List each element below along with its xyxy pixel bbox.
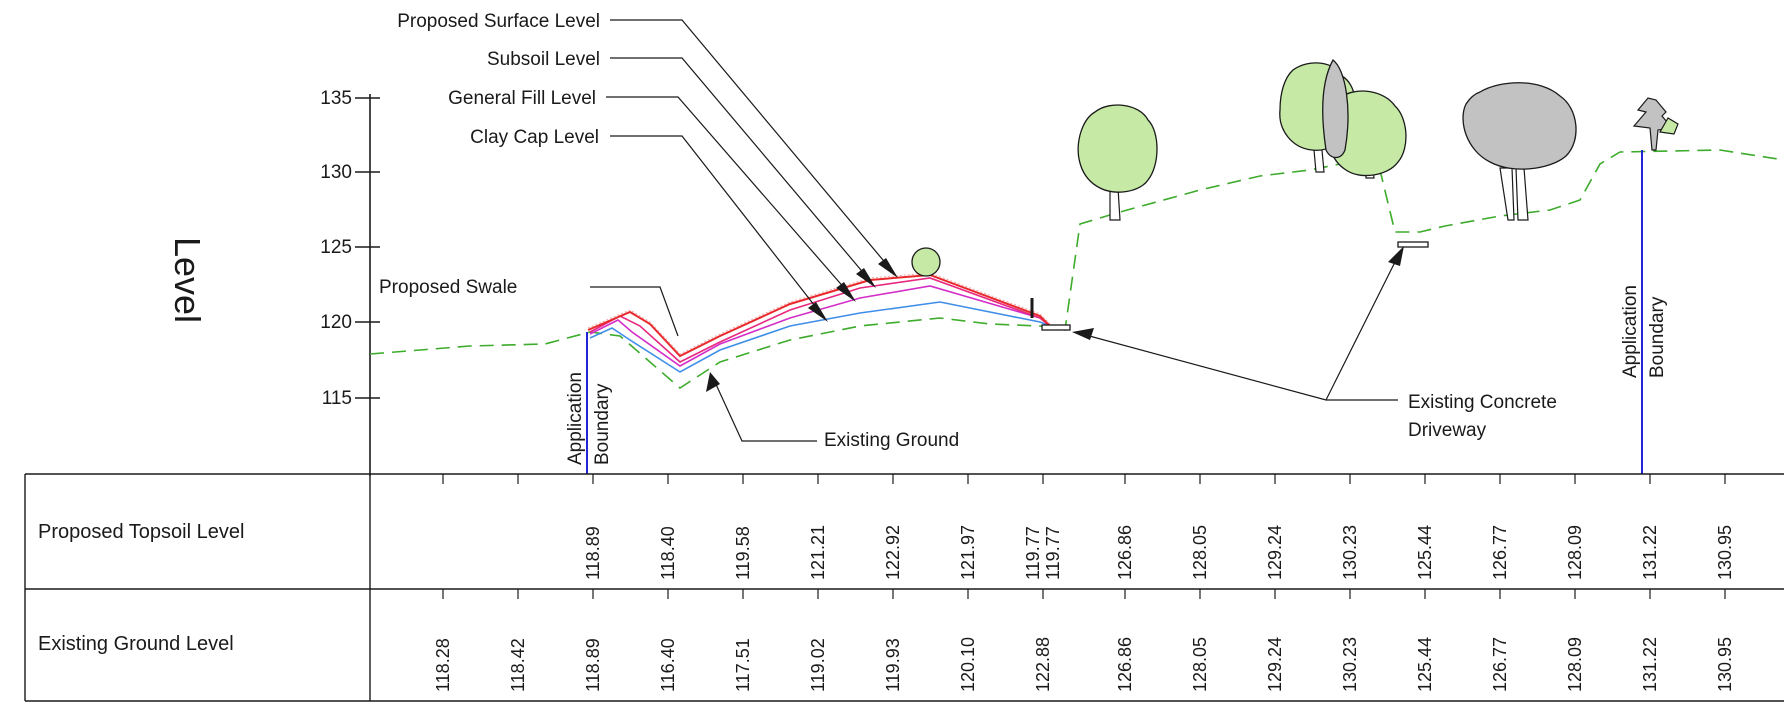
table-cell: 119.93 — [883, 638, 903, 692]
data-table-frame — [24, 473, 1784, 702]
table-cell: 119.77 — [1023, 526, 1043, 580]
boundary-left-label-1: Application — [565, 372, 586, 465]
table-cell: 125.44 — [1415, 637, 1435, 692]
proposed-surface-texture — [587, 272, 1051, 355]
proposed-surface-line — [587, 273, 1051, 358]
y-tick-135: 135 — [320, 88, 352, 109]
table-cell: 126.77 — [1490, 637, 1510, 692]
tree-cluster-middle — [1279, 59, 1407, 179]
table-cell: 130.95 — [1715, 525, 1735, 580]
table-cell: 119.58 — [733, 526, 753, 580]
label-existing-ground: Existing Ground — [824, 430, 959, 451]
y-tick-130: 130 — [320, 162, 352, 183]
y-tick-115: 115 — [322, 388, 352, 409]
table-cell: 130.23 — [1340, 525, 1360, 580]
table-cell: 121.21 — [808, 525, 828, 580]
table-cell: 128.05 — [1190, 525, 1210, 580]
table-cell: 117.51 — [733, 638, 753, 692]
table-cell: 119.77 — [1043, 526, 1063, 580]
tree-small-right — [1632, 97, 1679, 151]
table-cell: 122.92 — [883, 525, 903, 580]
table-cell: 116.40 — [658, 638, 678, 692]
table-cell: 118.42 — [508, 638, 528, 692]
label-driveway-2: Driveway — [1408, 420, 1487, 441]
row-proposed-topsoil-values: 118.89 118.40 119.58 121.21 122.92 121.97 119.… — [583, 525, 1735, 580]
boundary-left-label-2: Boundary — [592, 383, 613, 465]
clay-cap-line — [589, 301, 1051, 373]
table-cell: 128.05 — [1190, 637, 1210, 692]
driveway-slab-left — [1041, 324, 1071, 331]
table-column-ticks — [442, 474, 1726, 599]
table-cell: 128.09 — [1565, 525, 1585, 580]
table-cell: 118.89 — [583, 526, 603, 580]
subsoil-line — [589, 285, 1051, 367]
table-cell: 119.02 — [808, 638, 828, 692]
table-cell: 131.22 — [1640, 525, 1660, 580]
table-cell: 128.09 — [1565, 637, 1585, 692]
y-ticks: 135 130 125 120 115 — [320, 88, 380, 409]
driveway-slab-right — [1397, 241, 1429, 248]
label-subsoil: Subsoil Level — [487, 49, 600, 70]
table-cell: 126.77 — [1490, 525, 1510, 580]
table-cell: 118.40 — [658, 526, 678, 580]
table-cell: 126.86 — [1115, 637, 1135, 692]
table-cell: 129.24 — [1265, 637, 1285, 692]
table-cell: 122.88 — [1033, 637, 1053, 692]
table-cell: 118.89 — [583, 638, 603, 692]
leader-lines — [590, 19, 1399, 442]
row-title-proposed-topsoil: Proposed Topsoil Level — [38, 521, 244, 543]
label-clay-cap: Clay Cap Level — [470, 127, 599, 148]
boundary-right-label-1: Application — [1620, 285, 1641, 378]
table-cell: 131.22 — [1640, 637, 1660, 692]
table-cell: 130.95 — [1715, 637, 1735, 692]
table-cell: 118.28 — [433, 638, 453, 692]
table-cell: 125.44 — [1415, 525, 1435, 580]
y-tick-125: 125 — [320, 237, 352, 258]
table-cell: 120.10 — [958, 637, 978, 692]
y-tick-120: 120 — [320, 312, 352, 333]
y-axis-title: Level — [167, 237, 208, 323]
table-cell: 129.24 — [1265, 525, 1285, 580]
topsoil-line — [589, 277, 1051, 363]
label-general-fill: General Fill Level — [448, 88, 596, 109]
label-driveway-1: Existing Concrete — [1408, 392, 1557, 413]
tree-grey-large — [1462, 82, 1577, 221]
leader-arrowheads — [706, 246, 1404, 392]
boundary-right-label-2: Boundary — [1647, 296, 1668, 378]
table-cell: 126.86 — [1115, 525, 1135, 580]
row-title-existing-ground: Existing Ground Level — [38, 633, 234, 655]
row-existing-ground-values: 118.28 118.42 118.89 116.40 117.51 119.02 119.… — [433, 637, 1735, 692]
existing-ground-line — [369, 149, 1784, 389]
table-cell: 130.23 — [1340, 637, 1360, 692]
tree-left — [1077, 104, 1158, 221]
tree-small-bush — [911, 247, 941, 277]
label-proposed-surface: Proposed Surface Level — [397, 11, 600, 32]
label-proposed-swale: Proposed Swale — [379, 277, 517, 298]
table-cell: 121.97 — [958, 525, 978, 580]
